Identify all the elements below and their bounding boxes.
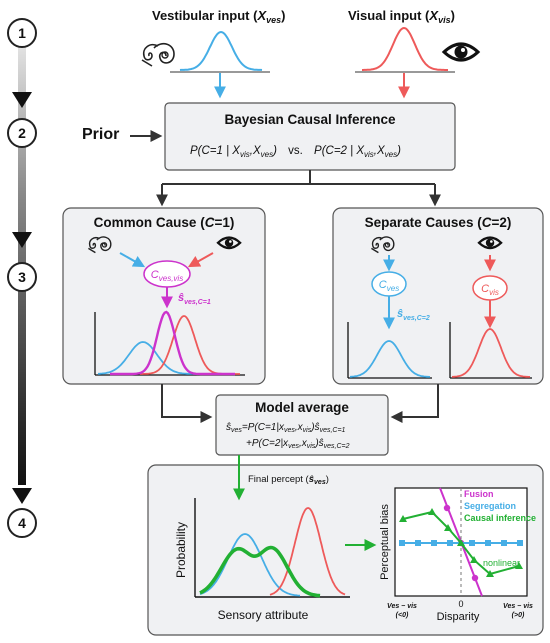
- step-3-label: 3: [18, 269, 26, 285]
- svg-text:Cvis: Cvis: [481, 283, 499, 297]
- segregation-point: [469, 540, 475, 546]
- model-average-title: Model average: [255, 400, 349, 415]
- causal-inference-point: [457, 539, 465, 546]
- bias-xlabel: Disparity: [437, 611, 480, 623]
- segregation-point: [415, 540, 421, 546]
- causal-inference-point: [515, 562, 523, 569]
- visual-input-title: Visual input (Xvis): [348, 8, 455, 25]
- bias-left-tick-2: (<0): [396, 612, 409, 619]
- common-estimate-label: ŝves,C=1: [178, 292, 211, 306]
- segregation-point: [501, 540, 507, 546]
- ear-icon: [88, 236, 112, 254]
- separate-causes-box: Separate Causes (C=2) Cves Cvis ŝves,C=2: [332, 207, 544, 385]
- fusion-point: [471, 574, 479, 582]
- bias-right-tick-1: Ves − vis: [503, 603, 533, 610]
- separate-causes-title: Separate Causes (C=2): [365, 215, 512, 230]
- vis-to-common-arrow: [187, 252, 214, 268]
- bci-formula: P(C=1 | Xvis,Xves) vs. P(C=2 | Xvis,Xves…: [190, 145, 401, 159]
- common-cause-title: Common Cause (C=1): [94, 215, 235, 230]
- ear-icon: [371, 236, 395, 254]
- bias-right-tick-2: (>0): [512, 612, 525, 619]
- timeline: 1 2 3 4: [7, 18, 37, 538]
- vestibular-input-title: Vestibular input (Xves): [152, 8, 286, 25]
- causal-inference-point: [399, 515, 407, 522]
- separate-estimate-label: ŝves,C=2: [397, 308, 430, 322]
- merge-arrow-common: [161, 384, 213, 423]
- legend-causal-inference: Causal inference: [464, 513, 536, 523]
- segregation-point: [431, 540, 437, 546]
- visual-distribution: [355, 26, 455, 73]
- eye-icon: [216, 236, 242, 250]
- legend-fusion: Fusion: [464, 489, 494, 499]
- model-average-line1: ŝves=P(C=1|xves,xvis)ŝves,C=1: [226, 422, 346, 434]
- svg-text:Cves: Cves: [379, 279, 399, 293]
- step-3: 3: [7, 262, 37, 292]
- segregation-point: [517, 540, 523, 546]
- eye-icon: [477, 236, 503, 250]
- prior-label: Prior: [82, 126, 119, 143]
- separate-vis-plot: [449, 322, 532, 379]
- segregation-point: [447, 540, 453, 546]
- step-1: 1: [7, 18, 37, 48]
- timeline-arrowhead-2: [12, 232, 32, 248]
- separate-ves-plot: [347, 322, 432, 379]
- ear-icon: [141, 42, 175, 67]
- nonlinear-annotation: nonlinear: [483, 558, 520, 568]
- timeline-arrowhead-3: [12, 488, 32, 504]
- step-4-label: 4: [18, 515, 26, 531]
- final-percept-label: Final percept (ŝves): [248, 474, 329, 486]
- bias-plot: Perceptual bias Disparity 0 Ves − vis (<…: [379, 487, 536, 623]
- bias-ylabel: Perceptual bias: [379, 504, 391, 580]
- common-cause-box: Common Cause (C=1) Cves,vis ŝves,C=1: [62, 207, 266, 385]
- bias-left-tick-1: Ves − vis: [387, 603, 417, 610]
- common-cause-plot: [94, 310, 245, 376]
- merge-arrow-separate: [390, 384, 439, 423]
- step-2-label: 2: [18, 125, 26, 141]
- branch-connector: [162, 170, 435, 185]
- bci-box: Bayesian Causal Inference P(C=1 | Xvis,X…: [164, 102, 456, 171]
- model-average-line2: +P(C=2|xves,xvis)ŝves,C=2: [246, 438, 350, 450]
- bci-title: Bayesian Causal Inference: [224, 112, 396, 127]
- causal-inference-point: [486, 570, 494, 577]
- step-1-label: 1: [18, 25, 26, 41]
- step-2: 2: [7, 118, 37, 148]
- percept-ylabel: Probability: [174, 522, 188, 578]
- model-average-box: Model average ŝves=P(C=1|xves,xvis)ŝves,…: [215, 394, 389, 456]
- step-4: 4: [7, 508, 37, 538]
- segregation-point: [485, 540, 491, 546]
- percept-plot: Probability Sensory attribute: [174, 498, 350, 622]
- separate-vis-node: Cvis: [472, 275, 508, 301]
- segregation-point: [399, 540, 405, 546]
- percept-xlabel: Sensory attribute: [218, 608, 309, 622]
- ves-to-common-arrow: [119, 252, 146, 268]
- common-cause-node: Cves,vis: [143, 260, 191, 288]
- vestibular-distribution: [170, 30, 270, 73]
- fusion-point: [443, 504, 451, 512]
- svg-text:Cves,vis: Cves,vis: [151, 269, 183, 283]
- separate-ves-node: Cves: [371, 271, 407, 297]
- bias-zero-tick: 0: [458, 599, 463, 609]
- legend-segregation: Segregation: [464, 501, 516, 511]
- eye-icon: [441, 42, 481, 62]
- causal-inference-point: [428, 508, 436, 515]
- causal-inference-point: [470, 556, 478, 563]
- timeline-arrowhead-1: [12, 92, 32, 108]
- causal-inference-point: [444, 524, 452, 531]
